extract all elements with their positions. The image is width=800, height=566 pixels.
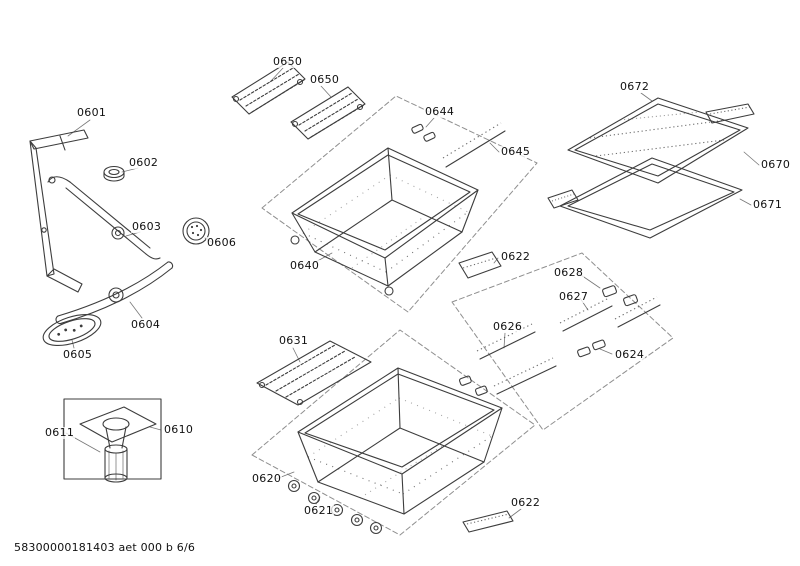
spray-pipe-drawing — [47, 176, 161, 260]
part-label-0626: 0626 — [492, 320, 524, 333]
part-label-0628: 0628 — [553, 266, 585, 279]
part-label-0605: 0605 — [62, 348, 94, 361]
oval-plate-drawing — [42, 313, 102, 347]
drawing-number: 58300000181403 aet 000 b 6/6 — [14, 541, 196, 554]
part-label-0611: 0611 — [44, 426, 76, 439]
filter-assembly-drawing — [63, 398, 162, 483]
folding-tines-group-drawing — [459, 285, 661, 396]
part-label-0670: 0670 — [760, 158, 792, 171]
spray-arm-drawing — [55, 261, 174, 325]
part-label-0620: 0620 — [251, 472, 283, 485]
part-label-0627: 0627 — [558, 290, 590, 303]
wheels-0621-drawing — [287, 479, 383, 535]
round-strainer-drawing — [182, 217, 210, 245]
part-label-0606: 0606 — [206, 236, 238, 249]
group-boundaries — [251, 95, 674, 536]
tine-row-0645-drawing — [442, 122, 506, 168]
part-label-0622b: 0622 — [510, 496, 542, 509]
part-label-0645: 0645 — [500, 145, 532, 158]
part-label-0621: 0621 — [303, 504, 335, 517]
part-label-0644: 0644 — [424, 105, 456, 118]
small-rack-a-drawing — [231, 61, 306, 115]
nozzle-cap-drawing — [103, 165, 125, 182]
small-rack-b-drawing — [290, 86, 366, 140]
part-label-0624: 0624 — [614, 348, 646, 361]
mounting-frame-drawing — [29, 129, 89, 293]
part-label-0610: 0610 — [163, 423, 195, 436]
part-label-0602: 0602 — [128, 156, 160, 169]
part-label-0650a: 0650 — [272, 55, 304, 68]
leader-lines — [65, 67, 760, 519]
tray-frame-0671-drawing — [547, 157, 743, 239]
upper-basket-drawing — [290, 147, 479, 296]
part-label-0672: 0672 — [619, 80, 651, 93]
handle-0622-lower-drawing — [462, 510, 514, 533]
part-label-0640: 0640 — [289, 259, 321, 272]
clips-0644-drawing — [411, 123, 436, 142]
small-tray-0622-upper-drawing — [458, 251, 502, 279]
part-label-0631: 0631 — [278, 334, 310, 347]
part-label-0650b: 0650 — [309, 73, 341, 86]
part-label-0603: 0603 — [131, 220, 163, 233]
part-label-0671: 0671 — [752, 198, 784, 211]
cutlery-tray-drawing — [567, 97, 755, 184]
part-label-0604: 0604 — [130, 318, 162, 331]
part-label-0601: 0601 — [76, 106, 108, 119]
lower-basket-drawing — [297, 367, 503, 515]
folding-rack-0631-drawing — [256, 340, 372, 406]
part-label-0622a: 0622 — [500, 250, 532, 263]
